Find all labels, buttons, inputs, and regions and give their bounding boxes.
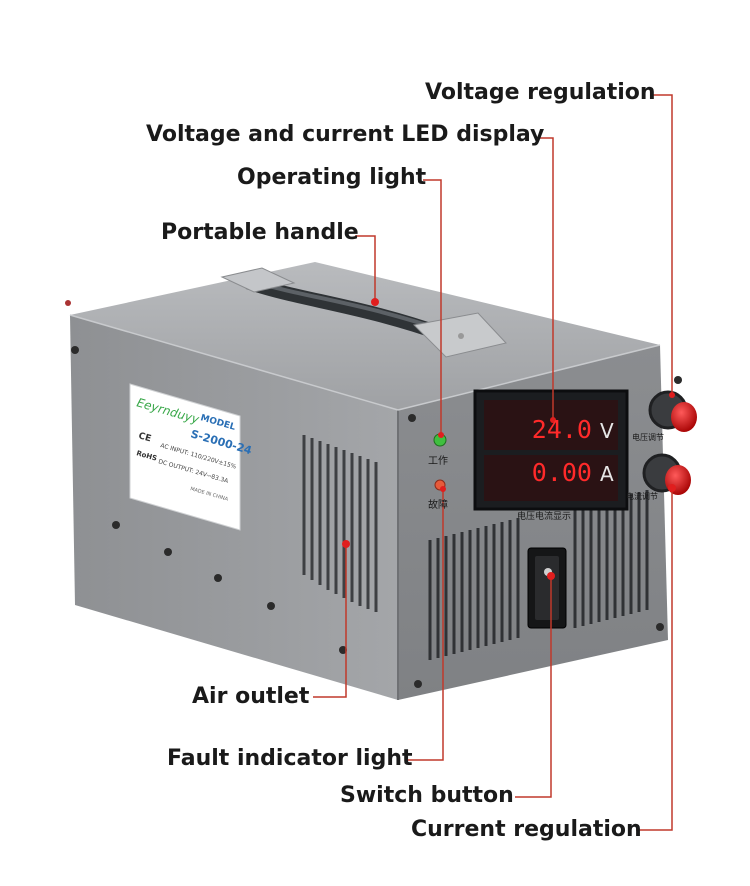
- power-switch[interactable]: [527, 547, 567, 629]
- voltage-knob[interactable]: [648, 390, 697, 432]
- case-screws: [65, 300, 682, 688]
- current-unit: A: [600, 462, 614, 486]
- handle: [220, 267, 507, 358]
- case-top: [70, 262, 660, 410]
- callout-voltage-regulation: Voltage regulation: [425, 80, 656, 105]
- panel-voltage-adj-label: 电压调节: [632, 432, 664, 442]
- current-readout: 0.00: [532, 458, 592, 487]
- leader-lines: [313, 94, 673, 831]
- ce-mark: CE: [137, 431, 152, 444]
- callout-led-display: Voltage and current LED display: [146, 122, 545, 147]
- voltage-unit: V: [600, 419, 614, 443]
- led-display: [473, 389, 629, 511]
- callout-fault-indicator: Fault indicator light: [167, 746, 413, 771]
- callout-portable-handle: Portable handle: [161, 220, 359, 245]
- spec-label: [129, 383, 241, 531]
- front-air-vent-right: [573, 490, 649, 628]
- current-knob[interactable]: [642, 453, 691, 495]
- panel-display-label: 电压电流显示: [517, 510, 571, 522]
- panel-work-label: 工作: [428, 455, 448, 467]
- panel-current-adj-label: 电流调节: [626, 491, 658, 501]
- callout-current-regulation: Current regulation: [411, 817, 642, 842]
- callout-switch-button: Switch button: [340, 783, 514, 808]
- front-air-vent-left: [428, 518, 520, 660]
- panel-fault-label: 故障: [428, 498, 448, 511]
- leader-dots: [342, 298, 676, 580]
- callout-air-outlet: Air outlet: [192, 684, 310, 709]
- side-air-vent: [302, 435, 378, 612]
- callout-operating-light: Operating light: [237, 165, 427, 190]
- voltage-readout: 24.0: [532, 415, 592, 444]
